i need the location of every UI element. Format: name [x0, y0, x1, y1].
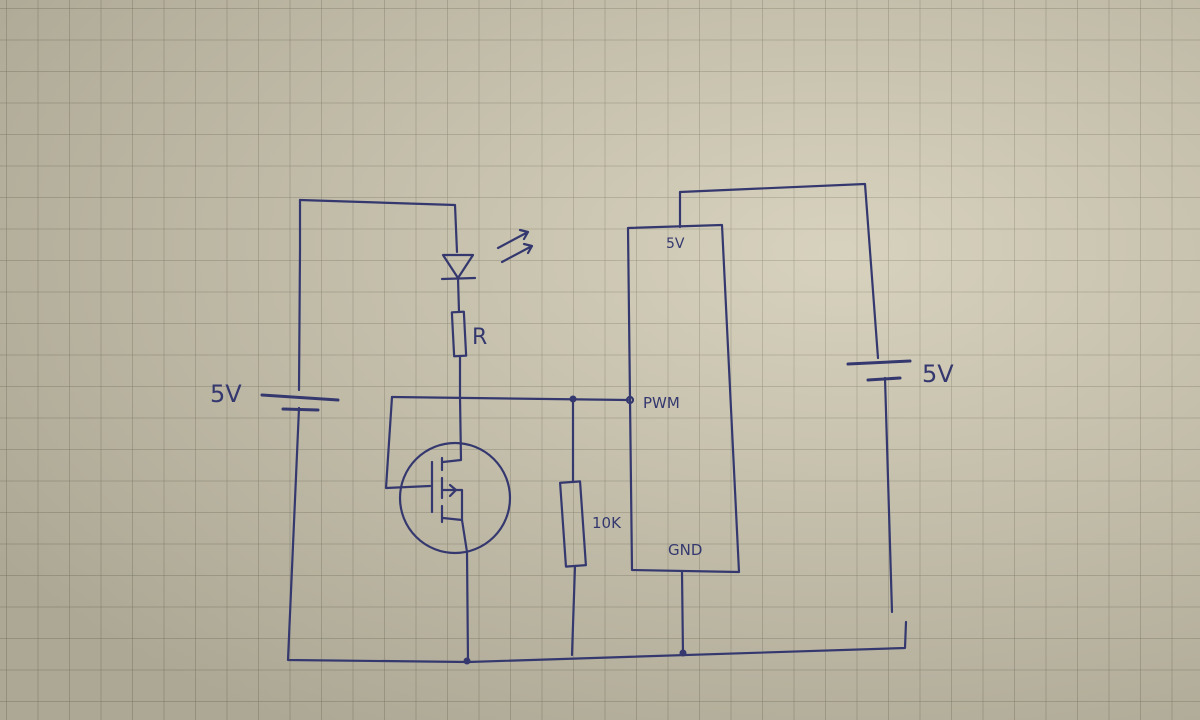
pwm-gate-wire — [384, 395, 635, 490]
battery-right-label: 5V — [922, 360, 954, 388]
battery-right — [846, 359, 912, 382]
resistor — [450, 310, 468, 399]
resistor-label: R — [472, 325, 487, 350]
mosfet — [398, 395, 512, 555]
microcontroller — [626, 223, 741, 574]
battery-left-label: 5V — [210, 380, 242, 408]
left-supply-wire — [286, 198, 470, 664]
mcu-pwm-pin-label: PWM — [643, 394, 680, 412]
battery-left — [260, 393, 340, 412]
pulldown-resistor — [558, 397, 588, 657]
pulldown-label: 10K — [592, 514, 622, 532]
mcu-gnd-pin-label: GND — [668, 541, 702, 559]
mosfet-ground-wire — [463, 550, 471, 665]
right-supply-wire — [678, 182, 894, 614]
mcu-5v-pin-label: 5V — [666, 236, 685, 252]
led — [440, 228, 534, 314]
ground-bus — [466, 570, 908, 664]
